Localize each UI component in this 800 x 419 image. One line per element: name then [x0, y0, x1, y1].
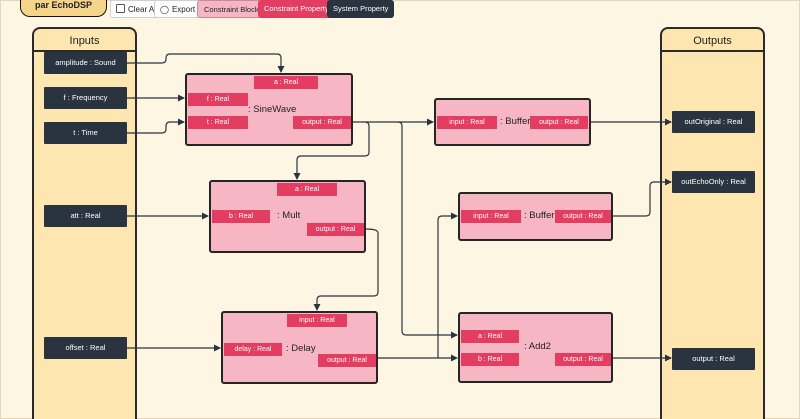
- output-output[interactable]: output : Real: [672, 348, 755, 370]
- connector-buffer-echo-to-out-echo: [613, 178, 672, 217]
- buffer-original-name: : Buffer: [500, 116, 531, 127]
- input-time[interactable]: t : Time: [44, 122, 127, 144]
- export-label: Export: [171, 5, 196, 14]
- connector-sinewave-to-add2-a: [397, 121, 458, 339]
- legend-system-property: System Property: [327, 0, 395, 18]
- sinewave-port-f[interactable]: f : Real: [188, 93, 248, 106]
- legend-constraint-property: Constraint Property: [258, 0, 335, 18]
- connector-mult-to-delay-input: [313, 228, 379, 311]
- buffer-block-original[interactable]: input : Real output : Real : Buffer: [434, 98, 591, 146]
- mult-port-b[interactable]: b : Real: [212, 210, 270, 223]
- sinewave-port-output[interactable]: output : Real: [293, 116, 351, 129]
- add2-block[interactable]: a : Real b : Real output : Real : Add2: [458, 312, 613, 383]
- buffer-original-port-output[interactable]: output : Real: [530, 116, 588, 129]
- output-out-echo-only[interactable]: outEchoOnly : Real: [672, 171, 755, 193]
- add2-port-a[interactable]: a : Real: [461, 330, 519, 343]
- mult-name: : Mult: [277, 210, 301, 221]
- diagram-title: par EchoDSP: [20, 0, 108, 17]
- input-offset[interactable]: offset : Real: [44, 337, 127, 359]
- input-att[interactable]: att : Real: [44, 205, 127, 227]
- clear-all-label: Clear All: [128, 5, 158, 14]
- connector-sinewave-to-mult-a: [293, 121, 370, 180]
- connector-delay-to-buffer-echo: [437, 212, 458, 358]
- mult-port-a[interactable]: a : Real: [277, 183, 337, 196]
- buffer-echo-port-input[interactable]: input : Real: [461, 210, 521, 223]
- outputs-divider: [662, 50, 763, 52]
- buffer-original-port-input[interactable]: input : Real: [437, 116, 497, 129]
- delay-block[interactable]: input : Real delay : Real output : Real …: [221, 311, 378, 384]
- input-amplitude[interactable]: amplitude : Sound: [44, 52, 127, 74]
- buffer-block-echo[interactable]: input : Real output : Real : Buffer: [458, 192, 613, 241]
- buffer-echo-port-output[interactable]: output : Real: [555, 210, 611, 223]
- add2-name: : Add2: [524, 341, 551, 352]
- connector-amplitude-to-sinewave-a: [127, 53, 285, 73]
- output-out-original[interactable]: outOriginal : Real: [672, 111, 755, 133]
- delay-port-input[interactable]: input : Real: [287, 314, 347, 327]
- connector-time-to-sinewave-t: [127, 118, 185, 134]
- delay-port-output[interactable]: output : Real: [318, 354, 376, 367]
- input-frequency[interactable]: f : Frequency: [44, 87, 127, 109]
- checkbox-icon: [116, 4, 125, 13]
- delay-port-delay[interactable]: delay : Real: [224, 343, 282, 356]
- buffer-echo-name: : Buffer: [524, 210, 555, 221]
- inputs-title: Inputs: [69, 35, 100, 47]
- outputs-title: Outputs: [693, 35, 732, 47]
- delay-name: : Delay: [286, 343, 316, 354]
- mult-port-output[interactable]: output : Real: [307, 223, 364, 236]
- add2-port-output[interactable]: output : Real: [555, 353, 611, 366]
- toolbar: par EchoDSP Clear All ◯Export Constraint…: [0, 0, 800, 20]
- bulb-icon: ◯: [160, 5, 169, 14]
- add2-port-b[interactable]: b : Real: [461, 353, 519, 366]
- mult-block[interactable]: a : Real b : Real output : Real : Mult: [209, 180, 366, 253]
- sinewave-block[interactable]: a : Real f : Real t : Real output : Real…: [185, 73, 353, 146]
- sinewave-name: : SineWave: [248, 104, 297, 115]
- sinewave-port-t[interactable]: t : Real: [188, 116, 248, 129]
- inputs-divider: [34, 50, 135, 52]
- sinewave-port-a[interactable]: a : Real: [254, 76, 318, 89]
